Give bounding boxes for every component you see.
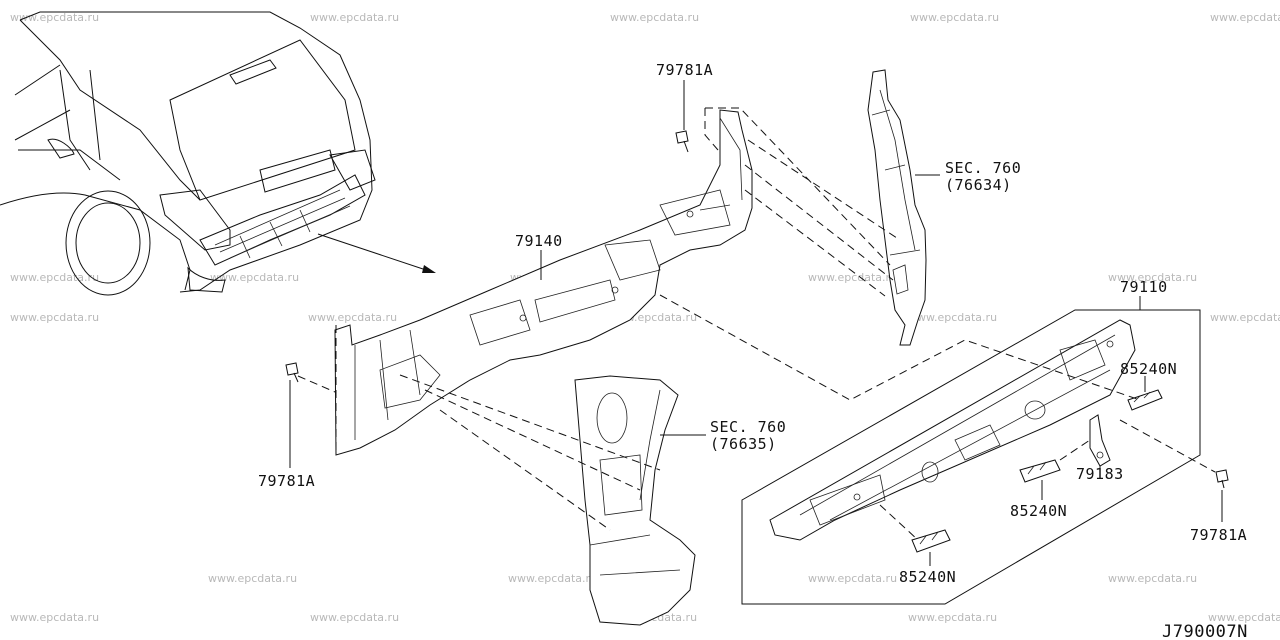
watermark: www.epcdata.ru	[10, 311, 99, 324]
watermark: www.epcdata.ru	[910, 11, 999, 24]
part-sec760-76634-pillar	[867, 69, 927, 346]
watermark: www.epcdata.ru	[808, 572, 897, 585]
label-sec-lower-2: (76635)	[710, 435, 777, 453]
part-79110-rear-member	[741, 309, 1201, 605]
part-79140-rear-panel	[334, 109, 753, 456]
watermark: www.epcdata.ru	[1108, 271, 1197, 284]
label-bolt-right: 79781A	[1190, 526, 1247, 544]
label-sec-right-2: (76634)	[945, 176, 1012, 194]
watermark: www.epcdata.ru	[10, 611, 99, 624]
watermark: www.epcdata.ru	[208, 572, 297, 585]
watermark: www.epcdata.ru	[1210, 311, 1280, 324]
label-sec-lower-1: SEC. 760	[710, 418, 786, 436]
watermark: www.epcdata.ru	[908, 311, 997, 324]
bolt-79781a-left	[285, 362, 299, 383]
watermark: www.epcdata.ru	[1208, 611, 1280, 624]
watermark: www.epcdata.ru	[1108, 572, 1197, 585]
watermark: www.epcdata.ru	[610, 11, 699, 24]
label-panel-79140: 79140	[515, 232, 563, 250]
watermark: www.epcdata.ru	[310, 611, 399, 624]
bolt-79781a-right	[1215, 469, 1229, 489]
label-bolt-top: 79781A	[656, 61, 713, 79]
bracket-79183	[1089, 414, 1111, 467]
part-labels: 79781A 79140 SEC. 760 (76634) 79110 8524…	[258, 61, 1248, 640]
label-clip-bottom: 85240N	[899, 568, 956, 586]
watermark: www.epcdata.ru	[1210, 11, 1280, 24]
label-bolt-left: 79781A	[258, 472, 315, 490]
label-clip-right: 85240N	[1120, 360, 1177, 378]
clip-85240n-bottom	[911, 529, 951, 553]
label-sec-right-1: SEC. 760	[945, 159, 1021, 177]
watermark: www.epcdata.ru	[210, 271, 299, 284]
bolt-79781a-top	[675, 130, 689, 153]
pointer-arrow	[317, 233, 436, 273]
watermark: www.epcdata.ru	[908, 611, 997, 624]
clip-85240n-right	[1127, 389, 1163, 411]
watermark: www.epcdata.ru	[310, 11, 399, 24]
watermark: www.epcdata.ru	[10, 271, 99, 284]
leader-lines	[289, 80, 1223, 566]
clip-85240n-mid	[1019, 459, 1061, 483]
watermark: www.epcdata.ru	[10, 11, 99, 24]
label-clip-mid: 85240N	[1010, 502, 1067, 520]
watermark: www.epcdata.ru	[508, 572, 597, 585]
alignment-lines	[297, 107, 1216, 541]
part-sec760-76635-pillar	[574, 375, 696, 626]
watermark: www.epcdata.ru	[808, 271, 897, 284]
label-member-79110: 79110	[1120, 278, 1168, 296]
diagram-code: J790007N	[1162, 622, 1248, 640]
watermark: www.epcdata.ru	[308, 311, 397, 324]
vehicle-illustration	[0, 11, 376, 296]
label-bracket-79183: 79183	[1076, 465, 1124, 483]
